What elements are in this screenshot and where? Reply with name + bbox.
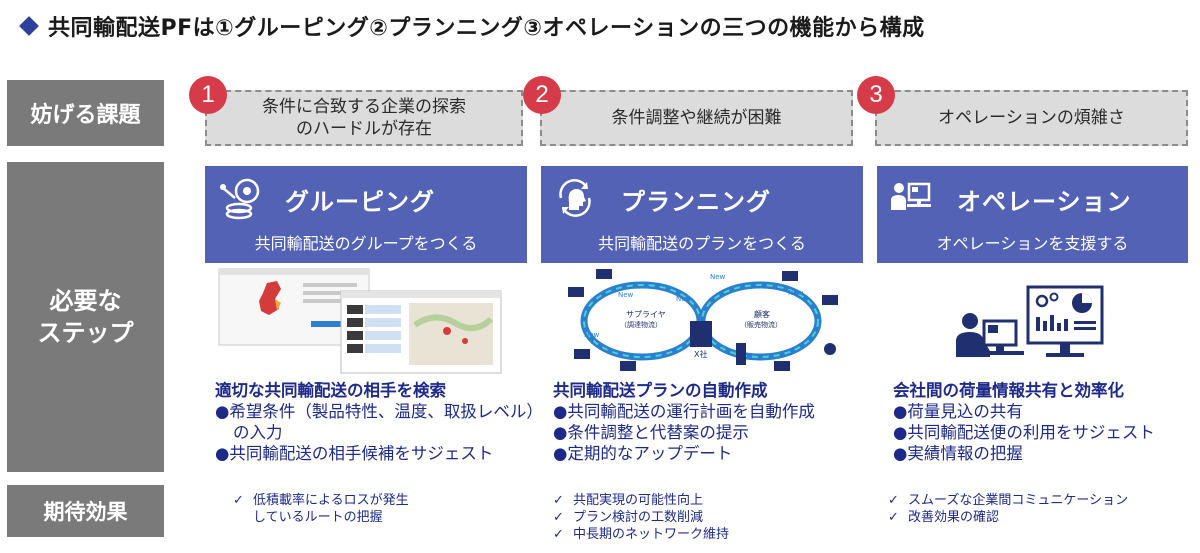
features-planning: 共同輸配送プランの自動作成 ●共同輸配送の運行計画を自動作成 ●条件調整と代替案… [553,380,863,464]
supplier-label: サプライヤ [626,310,666,319]
grouping-screenshot-illustration [218,268,502,374]
effect-row: ✓ 改善効果の確認 [888,509,1188,526]
customer-sub-label: （販売物流） [740,320,782,329]
step-sub-grouping: 共同輸配送のグループをつくる [254,234,478,253]
effect-row: ✓ 共配実現の可能性向上 [553,492,813,509]
customer-label: 顧客 [754,309,770,319]
row-label-challenges: 妨げる課題 [7,80,164,146]
challenge-2-line1: 条件調整や継続が困難 [611,107,782,128]
number-badge-2: 2 [523,76,561,114]
effects-grouping: ✓ 低積載率によるロスが発生 しているルートの把握 [233,492,493,526]
step-name-operation: オペレーション [957,188,1132,216]
row-label-steps: 必要な ステップ [7,162,164,472]
effect-text: しているルートの把握 [253,510,383,526]
challenge-1-line2: のハードルが存在 [296,119,432,139]
effect-row: ✓ 中長期のネットワーク維持 [553,526,813,543]
effect-text: プラン検討の工数削減 [573,510,704,526]
step-header-planning: プランニング 共同輸配送のプランをつくる [541,166,863,263]
feature-item: ●共同輸配送の運行計画を自動作成 [553,402,815,422]
feature-item: ●定期的なアップデート [553,444,733,464]
step-header-grouping: グルーピング 共同輸配送のグループをつくる [205,166,527,263]
check-icon: ✓ [553,493,564,508]
feature-item: ●実績情報の把握 [893,444,1023,464]
check-icon: ✓ [233,493,244,508]
check-icon: ✓ [553,527,564,543]
feature-heading-operation: 会社間の荷量情報共有と効率化 [893,381,1124,400]
gear-dish-icon [220,178,260,220]
person-monitor-icon [891,182,931,210]
diamond-bullet-icon [19,16,39,36]
feature-item: ●共同輸配送便の利用をサジェスト [893,423,1155,443]
number-badge-3: 3 [857,76,895,114]
row-label-steps-line1: 必要な [49,286,122,315]
effect-row: しているルートの把握 [233,509,493,526]
check-icon: ✓ [888,510,899,526]
challenge-box-2: 条件調整や継続が困難 [540,90,853,146]
operation-illustration [956,285,1104,357]
feature-item: ●条件調整と代替案の提示 [553,423,749,443]
feature-heading-planning: 共同輸配送プランの自動作成 [553,381,768,400]
feature-heading-grouping: 適切な共同輸配送の相手を検索 [215,381,446,400]
new-tag: New [584,331,600,339]
features-grouping: 適切な共同輸配送の相手を検索 ●希望条件（製品特性、温度、取扱レベル）の入力 ●… [215,380,545,464]
new-tag: New [676,295,692,303]
page-title: 共同輸配送PFは①グルーピング②プランニング③オペレーションの三つの機能から構成 [18,8,925,44]
step-name-planning: プランニング [621,188,771,216]
supplier-sub-label: （調達物流） [620,320,662,329]
number-badge-1: 1 [189,76,227,114]
challenge-box-1: 条件に合致する企業の探索 のハードルが存在 [205,90,523,146]
effect-row: ✓ スムーズな企業間コミュニケーション [888,492,1188,509]
row-label-steps-line2: ステップ [37,319,134,347]
effects-operation: ✓ スムーズな企業間コミュニケーション ✓ 改善効果の確認 [888,492,1188,526]
row-label-effects: 期待効果 [7,485,164,537]
feature-item: ●共同輸配送の相手候補をサジェスト [215,444,494,464]
head-cycle-icon [559,179,591,217]
feature-item: ●荷量見込の共有 [893,402,1023,422]
challenge-box-3: オペレーションの煩雑さ [875,90,1188,146]
company-x-label: X社 [694,349,707,359]
check-icon: ✓ [553,510,564,526]
effect-text: 共配実現の可能性向上 [573,493,704,508]
step-sub-operation: オペレーションを支援する [936,234,1129,253]
effect-text: 改善効果の確認 [908,510,1000,526]
effect-row: ✓ 低積載率によるロスが発生 [233,492,493,509]
effect-row: ✓ プラン検討の工数削減 [553,509,813,526]
step-sub-planning: 共同輸配送のプランをつくる [598,234,806,253]
new-tag: New [618,291,634,299]
step-name-grouping: グルーピング [285,188,435,216]
feature-item: ●希望条件（製品特性、温度、取扱レベル）の入力 [215,402,543,443]
effect-text: スムーズな企業間コミュニケーション [908,493,1129,508]
planning-network-illustration: サプライヤ （調達物流） 顧客 （販売物流） X社 New New New Ne… [568,269,838,371]
check-icon: ✓ [888,493,899,508]
effect-text: 低積載率によるロスが発生 [253,493,409,508]
challenge-1-line1: 条件に合致する企業の探索 [262,96,466,117]
title-text: 共同輸配送PFは①グルーピング②プランニング③オペレーションの三つの機能から構成 [48,16,925,41]
effect-text: 中長期のネットワーク維持 [573,527,730,543]
step-header-operation: オペレーション オペレーションを支援する [877,166,1188,263]
challenge-3-line1: オペレーションの煩雑さ [938,107,1125,128]
features-operation: 会社間の荷量情報共有と効率化 ●荷量見込の共有 ●共同輸配送便の利用をサジェスト… [893,380,1193,464]
new-tag: New [710,273,726,281]
effects-planning: ✓ 共配実現の可能性向上 ✓ プラン検討の工数削減 ✓ 中長期のネットワーク維持 [553,492,813,543]
new-tag: New [788,289,804,297]
